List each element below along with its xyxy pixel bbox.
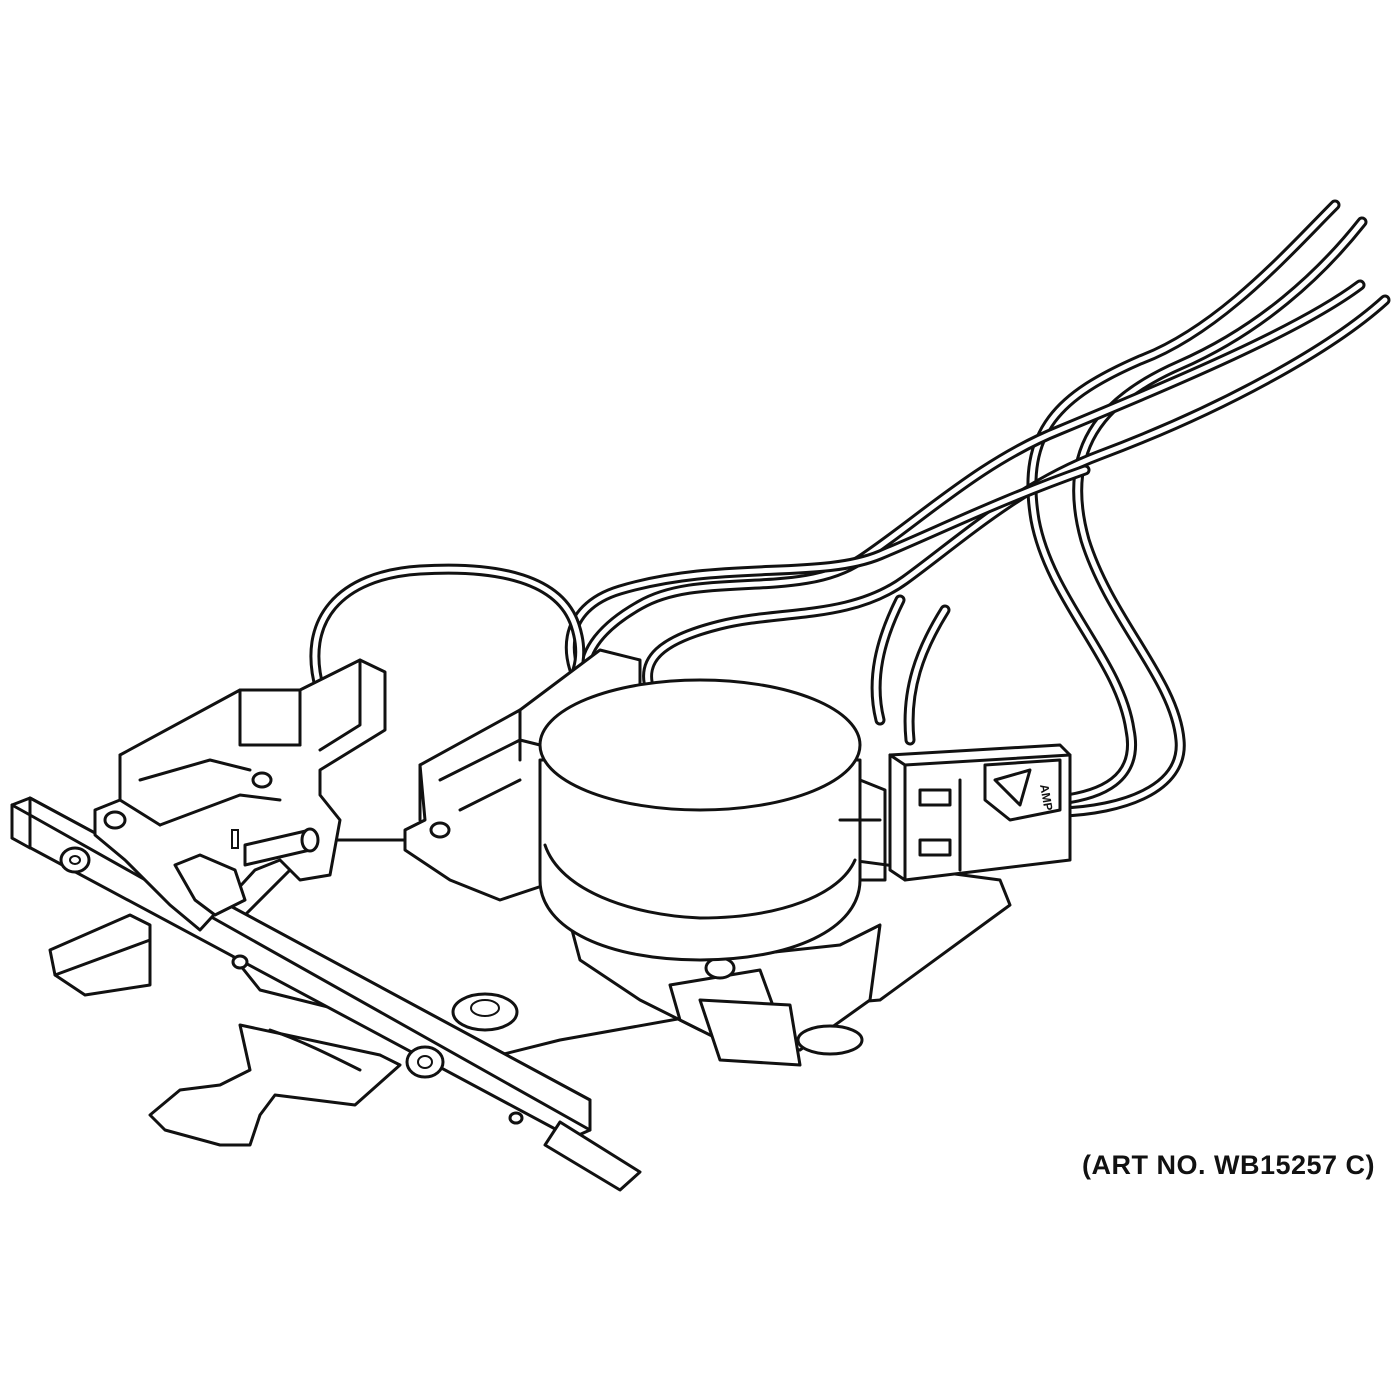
art-number-label: (ART NO. WB15257 C) <box>1082 1150 1376 1180</box>
wire-connector: AMP <box>888 743 1072 882</box>
bracket-hole-4 <box>508 1111 524 1125</box>
wire-1 <box>1026 199 1341 806</box>
left-micro-switch <box>93 658 387 932</box>
switch-actuator-lever <box>173 853 247 917</box>
bracket-tab <box>48 913 152 997</box>
base-rivet <box>451 992 519 1032</box>
wire-to-motor <box>870 594 951 746</box>
wire-bundle <box>309 199 1391 818</box>
bracket-hole-1 <box>59 846 91 874</box>
wire-2 <box>1056 216 1368 818</box>
bracket-hole-2 <box>231 954 249 970</box>
connector-marking: AMP <box>1037 783 1055 812</box>
wire-loop-left-switch <box>309 563 586 706</box>
wire-4 <box>642 294 1391 696</box>
switch-plunger <box>243 827 320 867</box>
timer-motor <box>538 678 887 1067</box>
bracket-hole-3 <box>405 1045 445 1079</box>
wire-3 <box>579 279 1366 726</box>
